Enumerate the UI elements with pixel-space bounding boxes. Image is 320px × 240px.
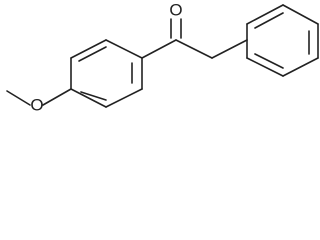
- ring2-bond-2: [246, 4, 284, 25]
- methoxy-group: O: [6, 88, 72, 114]
- ring1-bond-2: [105, 39, 143, 59]
- methylene-phenyl-bond: [211, 39, 248, 59]
- methoxy-oxygen-label: O: [30, 95, 43, 114]
- methoxyphenyl-ring: [70, 39, 143, 108]
- ring1-bond-3: [70, 39, 107, 59]
- ring1-bond-6: [105, 88, 143, 108]
- ring1-inner-double-3: [80, 91, 107, 101]
- ring2-inner-double-3: [254, 53, 284, 69]
- carbonyl-methylene-bond: [175, 39, 213, 59]
- carbonyl-oxygen-label: O: [169, 0, 182, 19]
- molecule-canvas: O O: [6, 0, 319, 115]
- aryl-carbonyl-bond: [141, 39, 177, 59]
- phenyl-ring: [246, 4, 319, 77]
- oxygen-methyl-bond: [6, 90, 31, 106]
- ring2-inner-double-1: [254, 12, 284, 29]
- skeletal-structure-diagram: O O: [6, 0, 319, 114]
- ring2-bond-3: [282, 4, 319, 25]
- ring1-bond-5: [70, 88, 107, 108]
- ring2-bond-6: [246, 57, 284, 77]
- ring2-bond-5: [282, 57, 319, 77]
- aryl-oxygen-bond: [42, 88, 72, 106]
- ring1-inner-double-2: [78, 46, 107, 62]
- ketone-linker: O: [141, 0, 248, 59]
